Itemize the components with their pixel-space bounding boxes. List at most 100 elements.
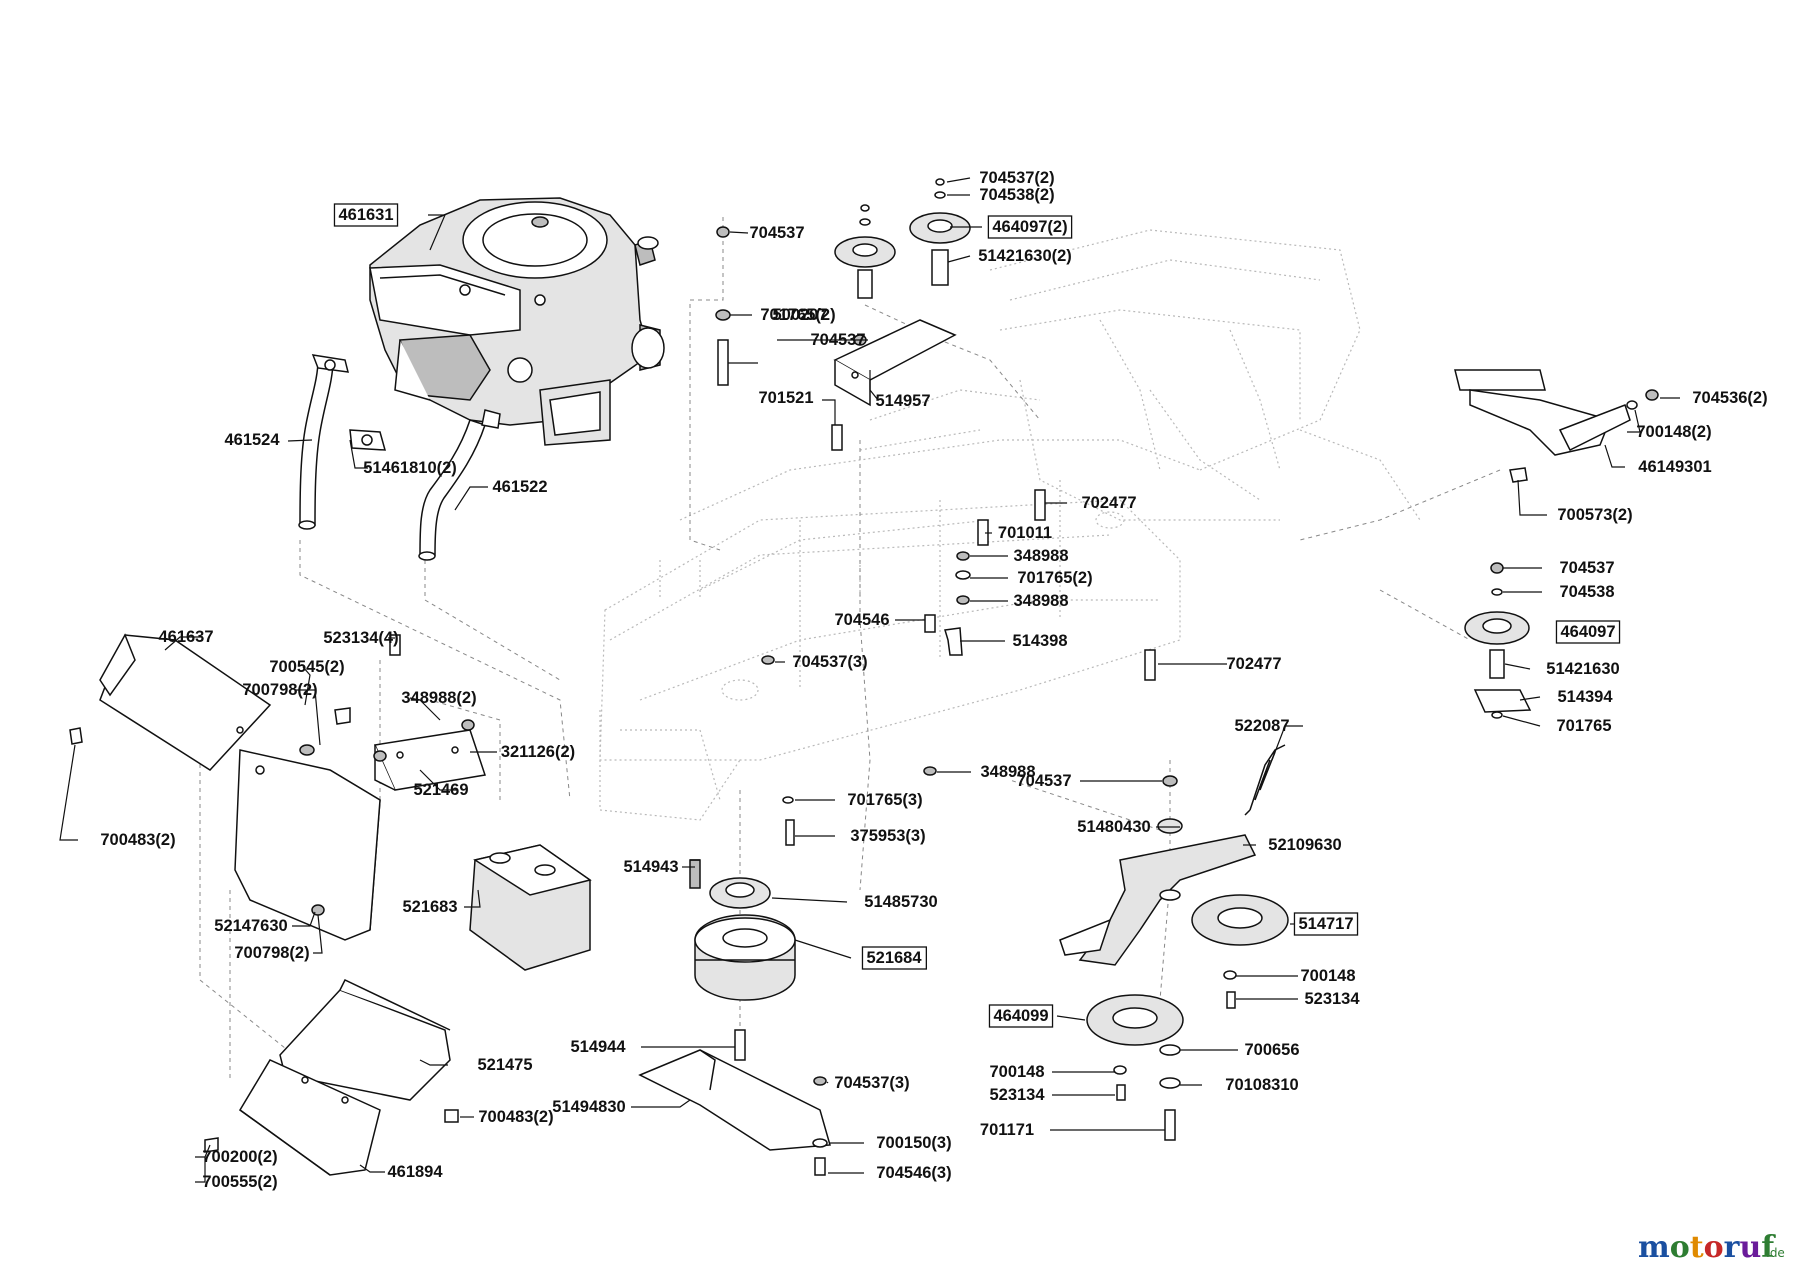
part-label: 51461810(2): [363, 459, 457, 477]
bracket-51494830: [638, 1029, 831, 1176]
part-label: 521683: [402, 898, 457, 916]
part-number: 704537(3): [792, 653, 867, 671]
part-number: 461637: [158, 628, 213, 646]
part-label: 521475: [477, 1056, 532, 1074]
part-label: 701011: [998, 524, 1052, 542]
part-label: 700148: [989, 1063, 1044, 1081]
watermark-letter: u: [1739, 1230, 1761, 1265]
part-label: 700150(3): [876, 1134, 951, 1152]
part-number: 700148: [989, 1063, 1044, 1081]
part-number: 523134: [989, 1086, 1045, 1104]
part-number: 521683: [402, 898, 457, 916]
part-label: 348988: [1013, 547, 1068, 565]
part-label: 348988: [1013, 592, 1068, 610]
part-number: 461522: [492, 478, 547, 496]
part-number: 375953(3): [850, 827, 925, 845]
part-number: 700483(2): [478, 1108, 553, 1126]
part-number: 348988: [980, 763, 1035, 781]
part-number: 704537(2): [979, 169, 1054, 187]
part-number: 700200(2): [202, 1148, 277, 1166]
part-label: 700483(2): [478, 1108, 553, 1126]
part-label: 702477: [1226, 655, 1281, 673]
watermark-letter: o: [1704, 1230, 1724, 1265]
part-label: 500207: [772, 306, 827, 324]
part-number: 704546: [834, 611, 889, 629]
small-fasteners-left: [69, 634, 700, 1153]
part-label: 51485730: [864, 893, 937, 911]
part-number: 51461810(2): [363, 459, 457, 477]
part-number: 348988: [1013, 547, 1068, 565]
part-number: 464097(2): [992, 218, 1067, 236]
part-number: 704538: [1559, 583, 1614, 601]
part-label: 51494830: [552, 1098, 625, 1116]
part-number: 701765: [1556, 717, 1611, 735]
part-number: 700798(2): [234, 944, 309, 962]
part-number: 514944: [570, 1038, 626, 1056]
label-frame: [988, 1004, 1054, 1028]
part-label: 704538: [1559, 583, 1614, 601]
part-label: 522087: [1234, 717, 1289, 735]
part-number: 704537: [749, 224, 804, 242]
part-label: 704537: [749, 224, 804, 242]
part-number: 461524: [224, 431, 280, 449]
part-number: 51494830: [552, 1098, 625, 1116]
part-label: 701765(3): [847, 791, 922, 809]
part-label: 700545(2): [269, 658, 344, 676]
boxed-part-label: 521684: [861, 946, 928, 970]
part-label: 701521: [758, 389, 813, 407]
idler-pulley-514717: [1191, 894, 1289, 946]
part-label: 700798(2): [234, 944, 309, 962]
label-frame: [987, 215, 1073, 239]
part-label: 51480430: [1077, 818, 1150, 836]
part-label: 461524: [224, 431, 280, 449]
part-label: 701171: [980, 1121, 1034, 1139]
part-label: 51421630: [1546, 660, 1619, 678]
boxed-part-label: 464097(2): [987, 215, 1073, 239]
part-number: 704546(3): [876, 1164, 951, 1182]
top-pulley-pair: [834, 178, 971, 299]
part-label: 321126(2): [501, 743, 575, 761]
part-label: 700200(2): [202, 1148, 277, 1166]
part-label: 523134(4): [323, 629, 398, 647]
part-label: 701765: [1556, 717, 1611, 735]
part-label: 46149301: [1638, 458, 1711, 476]
part-number: 51421630(2): [978, 247, 1072, 265]
part-number: 704538(2): [979, 186, 1054, 204]
part-label: 700148(2): [1636, 423, 1711, 441]
part-number: 704537(3): [834, 1074, 909, 1092]
part-number: 521475: [477, 1056, 532, 1074]
watermark-letter: r: [1724, 1230, 1741, 1265]
part-number: 464097: [1560, 623, 1615, 641]
part-number: 461894: [387, 1163, 443, 1181]
label-frame: [861, 946, 928, 970]
part-number: 704537: [1559, 559, 1614, 577]
label-frame: [333, 203, 399, 227]
heat-shield-461637: [99, 633, 272, 771]
part-number: 52147630: [214, 917, 287, 935]
part-label: 700656: [1244, 1041, 1299, 1059]
boxed-part-label: 464099: [988, 1004, 1054, 1028]
part-number: 704536(2): [1692, 389, 1767, 407]
part-number: 704537: [1016, 772, 1071, 790]
motoruf-watermark: motoruf .de: [1638, 1230, 1785, 1265]
boxed-part-label: 514717: [1293, 912, 1359, 936]
part-number: 514398: [1012, 632, 1067, 650]
part-label: 700573(2): [1557, 506, 1632, 524]
part-number: 51480430: [1077, 818, 1150, 836]
part-label: 701765(2): [760, 306, 835, 324]
part-number: 500207: [772, 306, 827, 324]
part-number: 46149301: [1638, 458, 1711, 476]
part-label: 704537: [1559, 559, 1614, 577]
pulley-stack-464097: [1464, 562, 1532, 719]
part-label: 514944: [570, 1038, 626, 1056]
part-label: 704537: [810, 331, 865, 349]
part-label: 700148: [1300, 967, 1355, 985]
shield-461894: [239, 1059, 381, 1176]
part-number: 704537: [810, 331, 865, 349]
part-number: 700150(3): [876, 1134, 951, 1152]
part-label: 348988(2): [401, 689, 476, 707]
part-label: 52147630: [214, 917, 287, 935]
part-label: 701765(2): [1017, 569, 1092, 587]
part-label: 700555(2): [202, 1173, 277, 1191]
part-number: 514943: [623, 858, 678, 876]
